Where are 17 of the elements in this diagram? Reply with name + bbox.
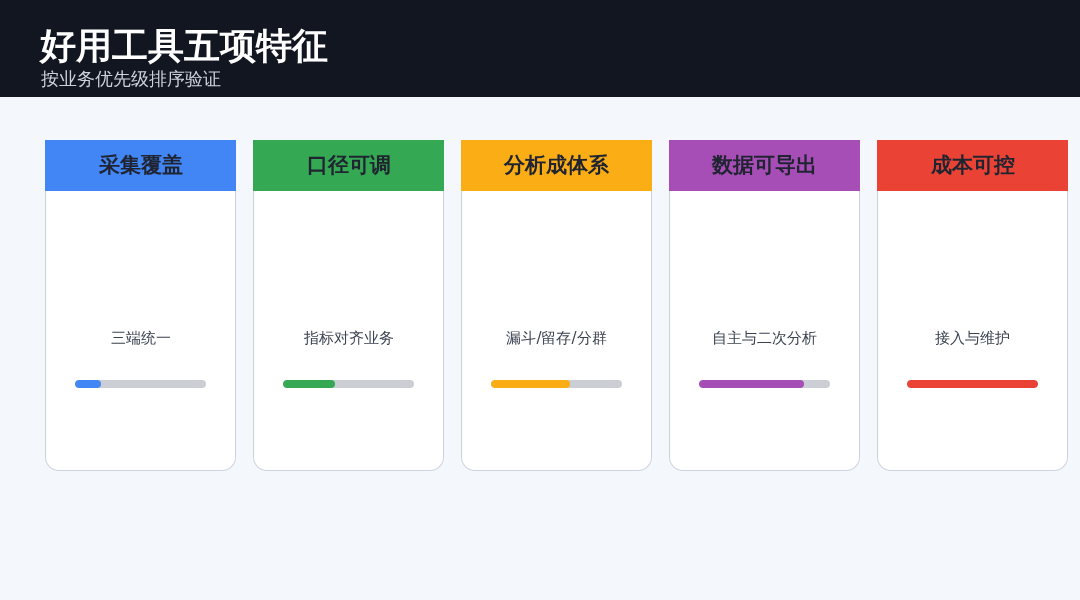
card-description: 接入与维护	[935, 328, 1010, 348]
card-description: 三端统一	[110, 328, 171, 348]
card-description: 自主与二次分析	[712, 328, 817, 348]
feature-card	[253, 140, 444, 471]
feature-card	[45, 140, 236, 471]
card-heading: 数据可导出	[669, 140, 860, 191]
feature-card	[461, 140, 652, 471]
page-title: 好用工具五项特征	[40, 25, 328, 67]
card-description: 指标对齐业务	[303, 328, 394, 348]
subtitle: 按业务优先级排序验证	[41, 68, 221, 90]
feature-card	[669, 140, 860, 471]
card-heading: 分析成体系	[461, 140, 652, 191]
card-description: 漏斗/留存/分群	[506, 328, 607, 348]
card-heading: 采集覆盖	[45, 140, 236, 191]
card-heading: 口径可调	[253, 140, 444, 191]
card-heading: 成本可控	[877, 140, 1068, 191]
feature-card	[877, 140, 1068, 471]
